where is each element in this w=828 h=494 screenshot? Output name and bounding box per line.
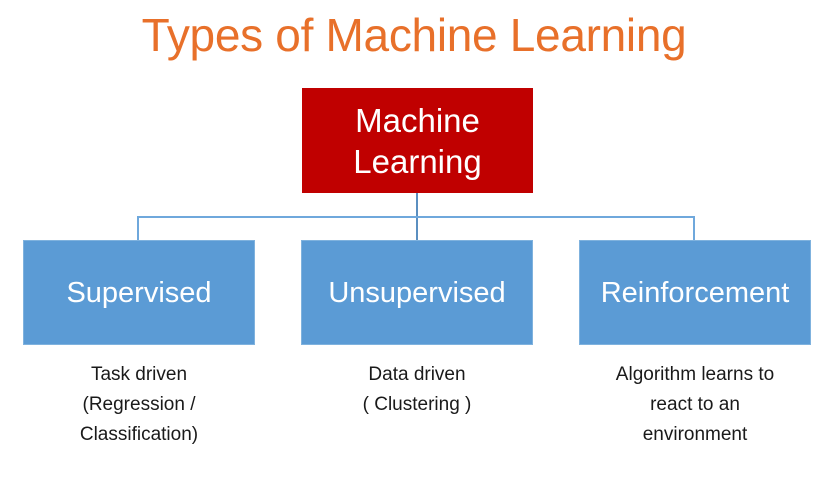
node-machine-learning[interactable]: Machine Learning (302, 88, 533, 193)
node-unsupervised[interactable]: Unsupervised (301, 240, 533, 345)
node-machine-learning-label: Machine Learning (353, 101, 482, 180)
caption-reinforcement: Algorithm learns to react to an environm… (615, 364, 775, 445)
node-reinforcement-label: Reinforcement (600, 276, 790, 309)
connector-vertical-left (137, 216, 139, 241)
connector-vertical-right (693, 216, 695, 241)
page-title: Types of Machine Learning (141, 9, 687, 61)
connector-horizontal (138, 216, 695, 218)
node-supervised-label: Supervised (66, 276, 212, 309)
node-unsupervised-label: Unsupervised (328, 276, 506, 309)
caption-unsupervised: Data driven ( Clustering ) (362, 364, 472, 415)
node-reinforcement[interactable]: Reinforcement (579, 240, 811, 345)
node-supervised[interactable]: Supervised (23, 240, 255, 345)
caption-supervised: Task driven (Regression / Classification… (79, 364, 199, 445)
